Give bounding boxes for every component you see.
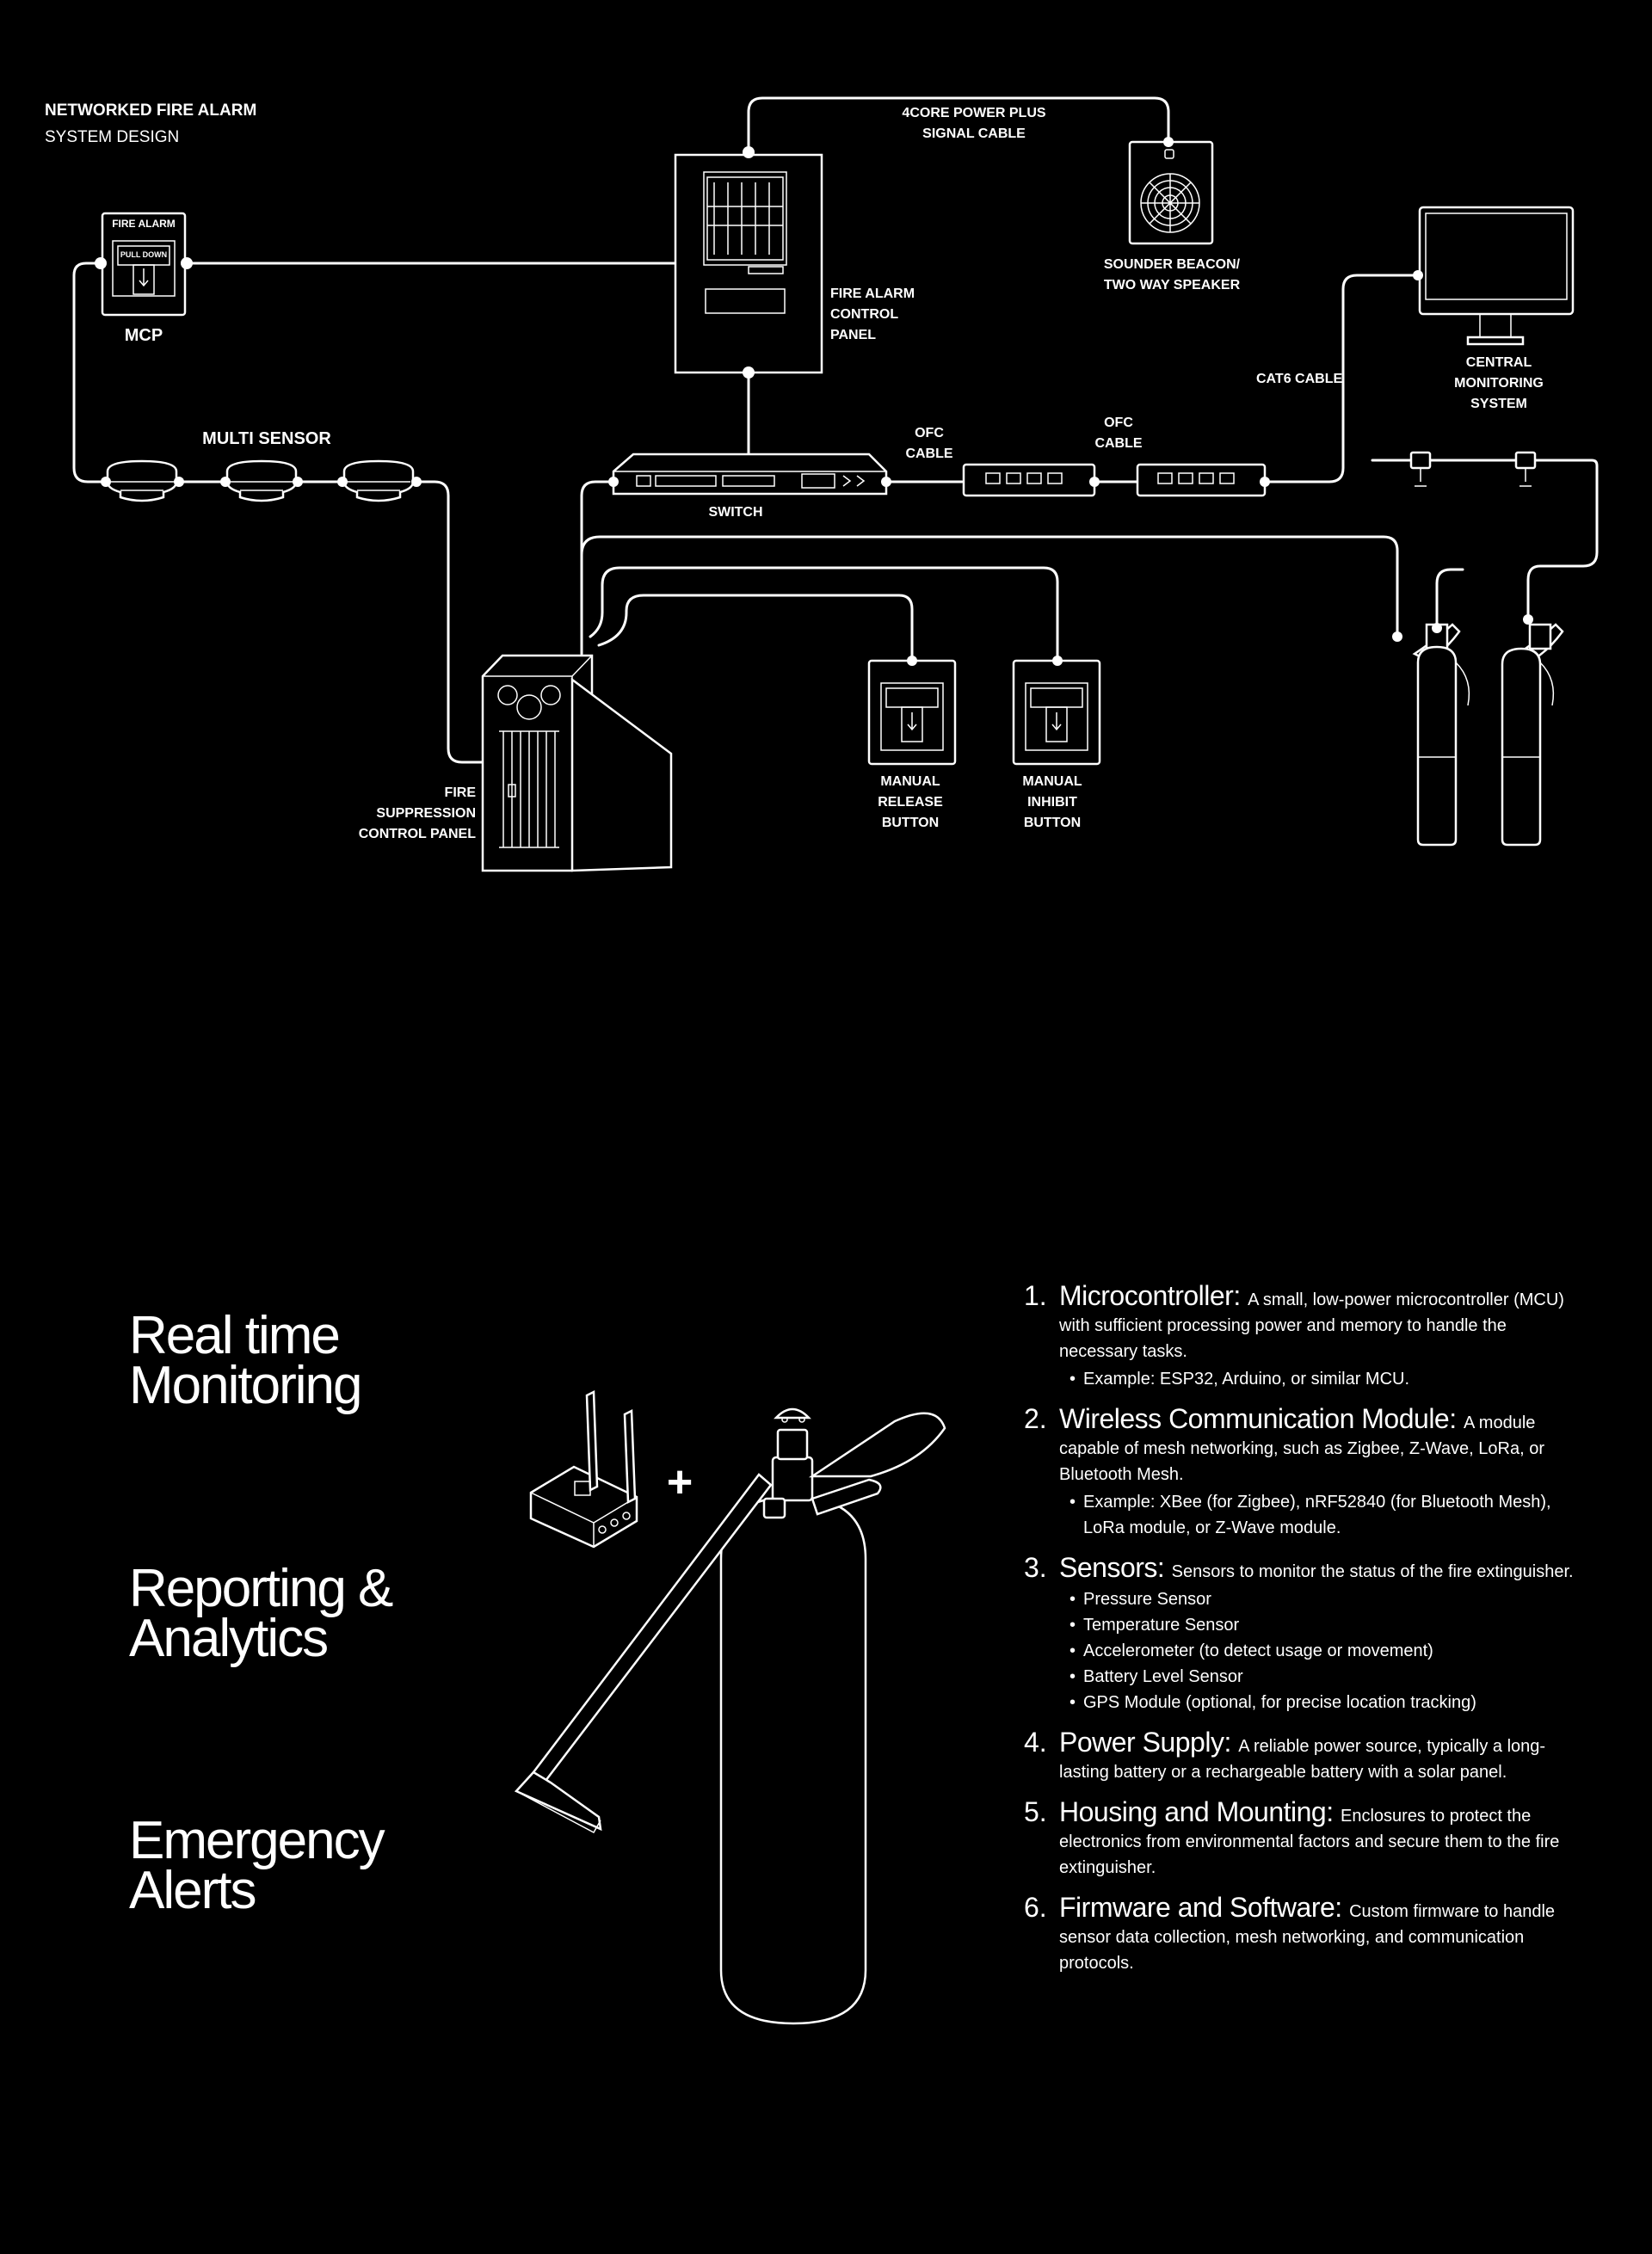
suppression-control-panel [481, 654, 673, 872]
fire-extinguisher [1412, 623, 1470, 847]
component-title: Power Supply: [1059, 1727, 1239, 1758]
sounder-speaker [1128, 140, 1214, 245]
component-title: Wireless Communication Module: [1059, 1403, 1464, 1434]
component-desc: Sensors to monitor the status of the fir… [1171, 1562, 1574, 1581]
component-desc: A reliable power source, typically a lon… [1059, 1737, 1546, 1782]
component-number: 2. [1024, 1403, 1047, 1434]
suppression-label-2: SUPPRESSION [376, 806, 476, 821]
component-list: 1. Microcontroller: A small, low-power m… [1024, 1279, 1575, 1986]
mcp-device: FIRE ALARM PULL DOWN [101, 212, 187, 317]
feature-reporting: Reporting & Analytics [129, 1559, 393, 1668]
arrow-down-icon [907, 712, 917, 731]
suppression-label-3: CONTROL PANEL [359, 827, 477, 841]
component-bullet: Example: ESP32, Arduino, or similar MCU. [1069, 1366, 1575, 1392]
component-desc: Enclosures to protect the electronics fr… [1059, 1807, 1560, 1877]
ofc-left-label-2: CABLE [905, 446, 952, 461]
component-bullet: Pressure Sensor [1069, 1586, 1575, 1612]
release-label-2: RELEASE [878, 795, 943, 810]
mcp-pull-text: PULL DOWN [120, 250, 167, 259]
component-number: 1. [1024, 1280, 1047, 1311]
feature-line2: Monitoring [129, 1356, 362, 1415]
mcp-sign: FIRE ALARM [112, 218, 176, 230]
diagram-title: NETWORKED FIRE ALARM [45, 102, 256, 120]
smoke-sensor [342, 459, 415, 502]
cable-4core-label-1: 4CORE POWER PLUS [902, 106, 1045, 120]
network-switch [612, 453, 888, 496]
fire-extinguisher [1501, 623, 1564, 847]
component-bullet: Battery Level Sensor [1069, 1664, 1575, 1690]
component-title: Microcontroller: [1059, 1280, 1248, 1311]
wireless-node [1372, 451, 1592, 487]
component-title: Housing and Mounting: [1059, 1796, 1341, 1827]
monitor-label-1: CENTRAL [1466, 355, 1532, 370]
component-title: Firmware and Software: [1059, 1892, 1350, 1923]
release-label-3: BUTTON [882, 816, 939, 830]
component-item: 4. Power Supply: A reliable power source… [1024, 1726, 1575, 1785]
component-item: 2. Wireless Communication Module: A modu… [1024, 1402, 1575, 1541]
fire-alarm-panel [674, 153, 823, 374]
cat6-label: CAT6 CABLE [1256, 372, 1342, 386]
feature-line2: Alerts [129, 1861, 256, 1920]
wiring [72, 96, 1599, 764]
component-number: 4. [1024, 1727, 1047, 1758]
manual-inhibit-button [1012, 659, 1101, 766]
sounder-label-2: TWO WAY SPEAKER [1104, 278, 1241, 293]
component-desc: A module capable of mesh networking, suc… [1059, 1413, 1544, 1484]
monitor-label-2: MONITORING [1454, 376, 1544, 391]
smoke-sensor [106, 459, 178, 502]
cable-4core-label-2: SIGNAL CABLE [922, 126, 1026, 141]
suppression-label-1: FIRE [445, 785, 477, 800]
ofc-converter [1136, 463, 1267, 497]
component-number: 3. [1024, 1552, 1047, 1583]
diagram-subtitle: SYSTEM DESIGN [45, 128, 179, 146]
ofc-right-label-1: OFC [1104, 416, 1133, 430]
ofc-left-label-1: OFC [915, 426, 944, 440]
component-number: 6. [1024, 1892, 1047, 1923]
central-monitor [1418, 206, 1575, 346]
inhibit-label-2: INHIBIT [1027, 795, 1077, 810]
component-item: 5. Housing and Mounting: Enclosures to p… [1024, 1795, 1575, 1881]
component-bullet: Temperature Sensor [1069, 1612, 1575, 1638]
co2-extinguisher-illustration [514, 1407, 946, 2025]
component-bullet: GPS Module (optional, for precise locati… [1069, 1690, 1575, 1715]
feature-alerts: Emergency Alerts [129, 1811, 385, 1920]
feature-realtime: Real time Monitoring [129, 1306, 362, 1415]
component-item: 6. Firmware and Software: Custom firmwar… [1024, 1891, 1575, 1976]
monitor-label-3: SYSTEM [1470, 397, 1527, 411]
component-bullet: Example: XBee (for Zigbee), nRF52840 (fo… [1069, 1489, 1575, 1541]
inhibit-label-3: BUTTON [1024, 816, 1081, 830]
arrow-down-icon [1051, 712, 1062, 731]
component-number: 5. [1024, 1796, 1047, 1827]
release-label-1: MANUAL [880, 774, 940, 789]
smoke-sensor [225, 459, 298, 502]
feature-line1: Reporting & [129, 1559, 393, 1618]
multi-sensor-label: MULTI SENSOR [202, 429, 331, 448]
mcp-label: MCP [125, 326, 163, 345]
iot-module-icon [529, 1390, 638, 1549]
component-item: 3. Sensors: Sensors to monitor the statu… [1024, 1551, 1575, 1715]
panel-label-1: FIRE ALARM [830, 286, 915, 301]
panel-label-3: PANEL [830, 328, 876, 342]
component-title: Sensors: [1059, 1552, 1172, 1583]
component-desc: A small, low-power microcontroller (MCU)… [1059, 1290, 1564, 1361]
ofc-right-label-2: CABLE [1094, 436, 1142, 451]
manual-release-button [867, 659, 957, 766]
feature-line2: Analytics [129, 1609, 329, 1668]
feature-line1: Emergency [129, 1811, 385, 1870]
feature-line1: Real time [129, 1306, 341, 1365]
component-bullet: Accelerometer (to detect usage or moveme… [1069, 1638, 1575, 1664]
arrow-down-icon [139, 268, 149, 287]
ofc-converter [962, 463, 1096, 497]
panel-label-2: CONTROL [830, 307, 898, 322]
switch-label: SWITCH [708, 505, 762, 520]
component-item: 1. Microcontroller: A small, low-power m… [1024, 1279, 1575, 1392]
plus-sign: + [667, 1457, 693, 1507]
component-desc: Custom firmware to handle sensor data co… [1059, 1902, 1556, 1973]
inhibit-label-1: MANUAL [1022, 774, 1082, 789]
sounder-label-1: SOUNDER BEACON/ [1104, 257, 1241, 272]
